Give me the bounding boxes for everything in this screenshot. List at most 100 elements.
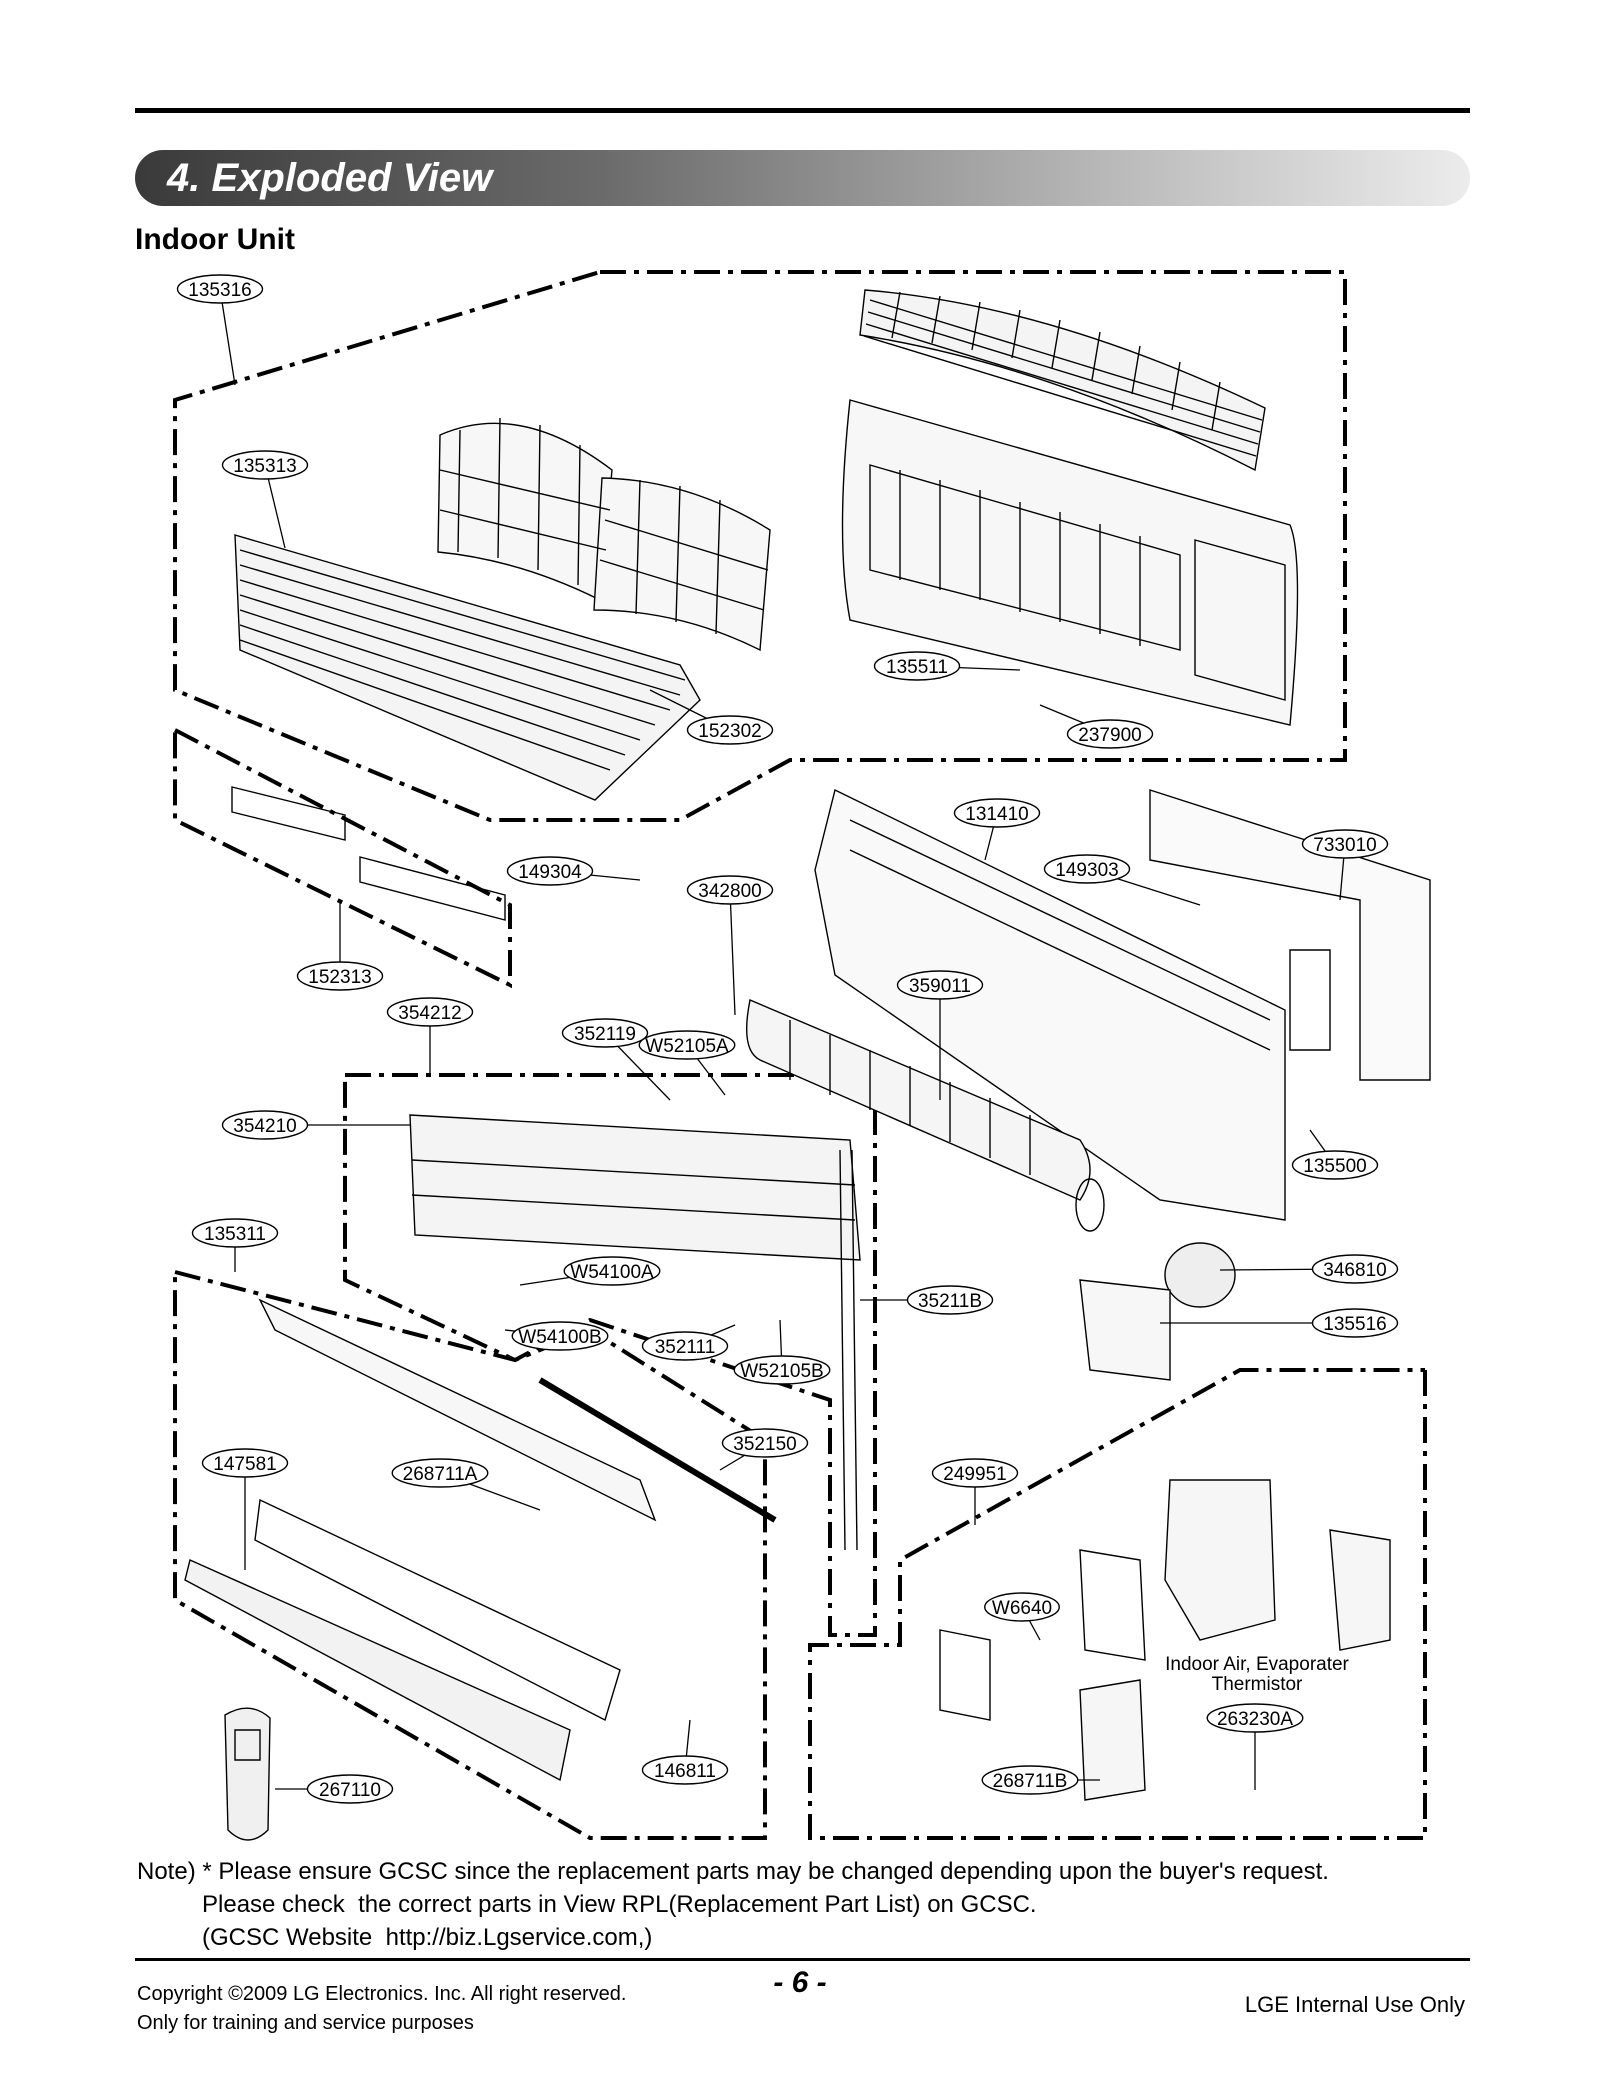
callout-label-135316: 135316 — [188, 280, 251, 301]
callout-bubble-268711A — [391, 1458, 489, 1488]
callout-bubble-342800 — [686, 875, 774, 905]
callout-label-346810: 346810 — [1323, 1260, 1386, 1281]
callout-label-149304: 149304 — [518, 862, 582, 883]
callout-bubble-733010 — [1301, 829, 1389, 859]
callout-bubble-W52105B — [733, 1355, 831, 1385]
callout-bubble-268711B — [981, 1765, 1079, 1795]
callout-bubble-W54100A — [563, 1256, 661, 1286]
callout-label-W52105B: W52105B — [740, 1361, 823, 1382]
note-line-2: Please check the correct parts in View R… — [202, 1891, 1037, 1918]
chassis-art — [814, 788, 1431, 1221]
callout-label-249951: 249951 — [943, 1464, 1006, 1485]
group-border-evaporator — [343, 1073, 877, 1637]
callout-bubble-146811 — [641, 1755, 729, 1785]
callout-label-131410: 131410 — [965, 804, 1028, 825]
callout-bubble-352150 — [721, 1428, 809, 1458]
leader-line-135316 — [219, 288, 236, 386]
callout-bubble-152302 — [686, 715, 774, 745]
page-number: - 6 - — [773, 1966, 827, 1999]
top-rule — [135, 108, 1470, 113]
callout-bubble-359011 — [896, 970, 984, 1000]
callout-bubble-352119 — [561, 1018, 649, 1048]
callout-label-147581: 147581 — [213, 1454, 276, 1475]
callout-bubble-354210 — [221, 1110, 309, 1140]
remote-control-art — [224, 1707, 271, 1841]
callout-label-W54100B: W54100B — [518, 1327, 601, 1348]
callout-label-268711B: 268711B — [993, 1771, 1068, 1792]
callout-label-W52105A: W52105A — [645, 1036, 729, 1057]
callout-bubble-135316 — [176, 274, 264, 304]
callout-label-152302: 152302 — [698, 721, 761, 742]
front-panel-art — [234, 534, 701, 801]
display-filters-art — [231, 786, 506, 921]
leader-line-342800 — [729, 889, 736, 1016]
callout-bubble-131410 — [953, 798, 1041, 828]
callout-label-135511: 135511 — [886, 657, 948, 678]
callout-label-354212: 354212 — [398, 1003, 461, 1024]
callout-bubble-352111 — [641, 1331, 729, 1361]
group-border-vane — [173, 1270, 767, 1840]
callout-bubble-346810 — [1311, 1254, 1399, 1284]
note-line-1: Note) * Please ensure GCSC since the rep… — [137, 1858, 1329, 1885]
callout-label-W54100A: W54100A — [570, 1262, 654, 1283]
section-title: 4. Exploded View — [167, 156, 493, 200]
callout-label-135516: 135516 — [1323, 1314, 1386, 1335]
front-grille — [859, 289, 1266, 472]
callout-label-135500: 135500 — [1303, 1156, 1366, 1177]
callout-bubble-135311 — [191, 1218, 279, 1248]
callout-bubble-135313 — [221, 450, 309, 480]
front-grille-art — [859, 289, 1266, 472]
group-border-filters — [173, 728, 512, 989]
callout-bubble-354212 — [386, 997, 474, 1027]
callout-label-135313: 135313 — [233, 456, 296, 477]
thermistor-label-line-2: Thermistor — [1212, 1674, 1303, 1695]
indoor-unit-heading: Indoor Unit — [135, 223, 295, 256]
callout-label-263230A: 263230A — [1217, 1709, 1293, 1730]
group-border-control-box — [808, 1368, 1427, 1840]
callout-bubble-135511 — [873, 651, 961, 681]
footer-left: Copyright ©2009 LG Electronics. Inc. All… — [137, 1980, 626, 2038]
callout-label-359011: 359011 — [909, 976, 971, 997]
training-text: Only for training and service purposes — [137, 2012, 474, 2034]
vane-assembly-art — [184, 1298, 777, 1782]
internal-use-label: LGE Internal Use Only — [1244, 1992, 1465, 2017]
callout-label-352111: 352111 — [655, 1337, 716, 1358]
callout-label-267110: 267110 — [319, 1780, 381, 1801]
callout-label-268711A: 268711A — [403, 1464, 478, 1485]
fan-motor-art — [745, 999, 1236, 1381]
callout-bubble-149304 — [506, 856, 594, 886]
callout-bubble-149303 — [1043, 854, 1131, 884]
callout-bubble-W6640 — [984, 1592, 1060, 1622]
callout-bubble-W52105A — [638, 1030, 736, 1060]
control-box-art — [939, 1479, 1391, 1801]
callout-bubble-W54100B — [511, 1321, 609, 1351]
callout-label-152313: 152313 — [308, 967, 371, 988]
copyright-text: Copyright ©2009 LG Electronics. Inc. All… — [137, 1983, 627, 2005]
note-block: Note) * Please ensure GCSC since the rep… — [137, 1855, 1329, 1954]
callout-label-352119: 352119 — [574, 1024, 636, 1045]
callout-label-135311: 135311 — [204, 1224, 266, 1245]
callout-bubble-249951 — [931, 1458, 1019, 1488]
bottom-rule — [135, 1958, 1470, 1961]
callout-label-W6640: W6640 — [992, 1598, 1052, 1619]
callout-label-146811: 146811 — [654, 1761, 716, 1782]
callout-bubble-135516 — [1311, 1308, 1399, 1338]
callout-label-354210: 354210 — [233, 1116, 296, 1137]
evaporator-art — [409, 1114, 861, 1551]
callout-bubble-152313 — [296, 961, 384, 991]
callout-label-352150: 352150 — [733, 1434, 796, 1455]
callout-label-35211B: 35211B — [918, 1291, 982, 1312]
section-banner: 4. Exploded View — [135, 150, 1470, 206]
callout-label-733010: 733010 — [1313, 835, 1376, 856]
callout-label-237900: 237900 — [1078, 725, 1141, 746]
note-line-3: (GCSC Website http://biz.Lgservice.com,) — [202, 1924, 653, 1951]
thermistor-label-line-1: Indoor Air, Evaporater — [1165, 1654, 1349, 1675]
chassis-front-art — [841, 399, 1299, 726]
callout-bubble-263230A — [1206, 1703, 1304, 1733]
callout-label-342800: 342800 — [698, 881, 761, 902]
callout-bubble-237900 — [1066, 719, 1154, 749]
callout-bubble-147581 — [201, 1448, 289, 1478]
callout-label-149303: 149303 — [1055, 860, 1118, 881]
filters-art — [437, 417, 771, 652]
